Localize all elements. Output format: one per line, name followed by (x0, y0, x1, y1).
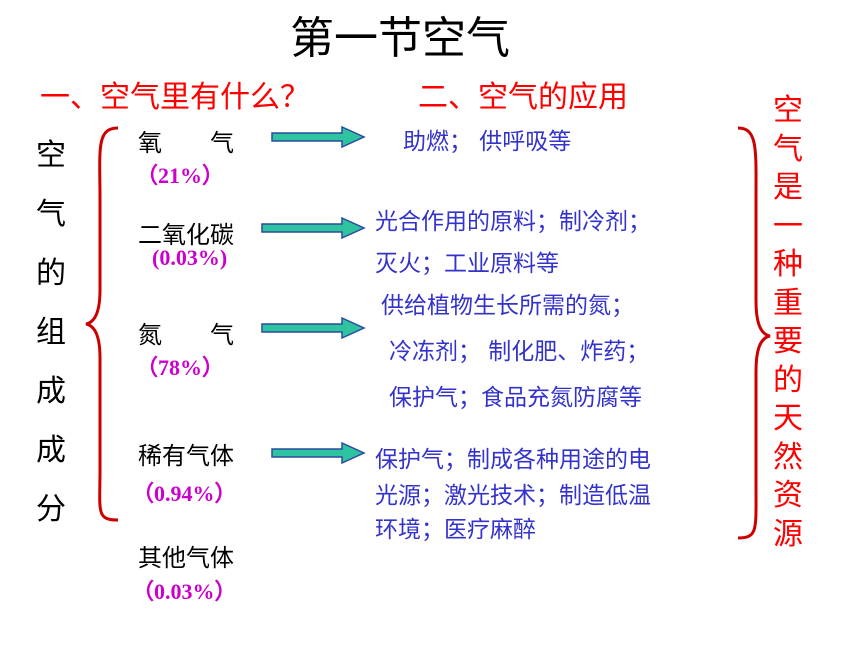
left-vertical-char: 成 (36, 433, 66, 468)
left-vertical-char: 组 (36, 315, 66, 350)
arrow-co2 (261, 216, 366, 240)
left-vertical-char: 的 (36, 256, 66, 291)
component-other-gas-percent: （0.03%） (132, 579, 237, 604)
right-vertical-label: 空 气 是 一 种 重 要 的 天 然 资 源 (773, 92, 803, 554)
right-vertical-char: 源 (773, 516, 803, 552)
right-vertical-char: 的 (773, 362, 803, 398)
right-vertical-char: 要 (773, 324, 803, 359)
right-vertical-char: 气 (773, 131, 803, 167)
heading-composition: 一、空气里有什么？ (40, 80, 310, 115)
use-co2-line: 灭火；工业原料等 (375, 251, 559, 277)
left-vertical-label: 空 气 的 组 成 成 分 (36, 126, 66, 539)
left-vertical-char: 成 (36, 374, 66, 409)
left-vertical-char: 空 (36, 138, 66, 173)
use-nitrogen-line: 冷冻剂； 制化肥、炸药； (389, 339, 650, 365)
page-title: 第一节空气 (290, 13, 510, 64)
right-vertical-char: 种 (773, 247, 803, 282)
use-nitrogen-line: 供给植物生长所需的氮； (381, 293, 634, 319)
use-rare-gas-line: 光源；激光技术；制造低温 (375, 483, 651, 509)
arrow-oxygen (271, 125, 366, 149)
component-oxygen-name: 氧 气 (138, 129, 234, 157)
left-brace (85, 126, 119, 522)
component-other-gas-name: 其他气体 (138, 544, 234, 572)
left-vertical-char: 分 (36, 492, 66, 527)
right-vertical-char: 是 (773, 170, 803, 205)
use-co2-line: 光合作用的原料；制冷剂； (375, 209, 651, 235)
component-co2-percent: (0.03%) (152, 245, 228, 270)
left-vertical-char: 气 (36, 197, 66, 232)
heading-applications: 二、空气的应用 (418, 80, 628, 115)
right-vertical-char: 天 (773, 401, 803, 436)
use-rare-gas-line: 保护气；制成各种用途的电 (375, 447, 651, 473)
component-nitrogen-name: 氮 气 (138, 321, 234, 349)
use-oxygen-line: 助燃； 供呼吸等 (403, 129, 572, 155)
use-rare-gas-line: 环境；医疗麻醉 (375, 517, 536, 543)
right-vertical-char: 资 (773, 478, 803, 513)
arrow-nitrogen (261, 316, 366, 340)
right-vertical-char: 重 (773, 285, 803, 321)
right-vertical-char: 一 (773, 208, 803, 244)
component-rare-gas-percent: （0.94%） (132, 481, 237, 506)
right-vertical-char: 然 (773, 439, 803, 475)
right-brace (737, 126, 771, 540)
component-nitrogen-percent: （78%） (136, 355, 225, 380)
component-rare-gas-name: 稀有气体 (138, 442, 234, 470)
component-co2-name: 二氧化碳 (138, 221, 234, 249)
right-vertical-char: 空 (773, 93, 803, 128)
use-nitrogen-line: 保护气；食品充氮防腐等 (389, 385, 642, 411)
arrow-rare-gas (271, 441, 366, 465)
component-oxygen-percent: （21%） (136, 163, 225, 188)
